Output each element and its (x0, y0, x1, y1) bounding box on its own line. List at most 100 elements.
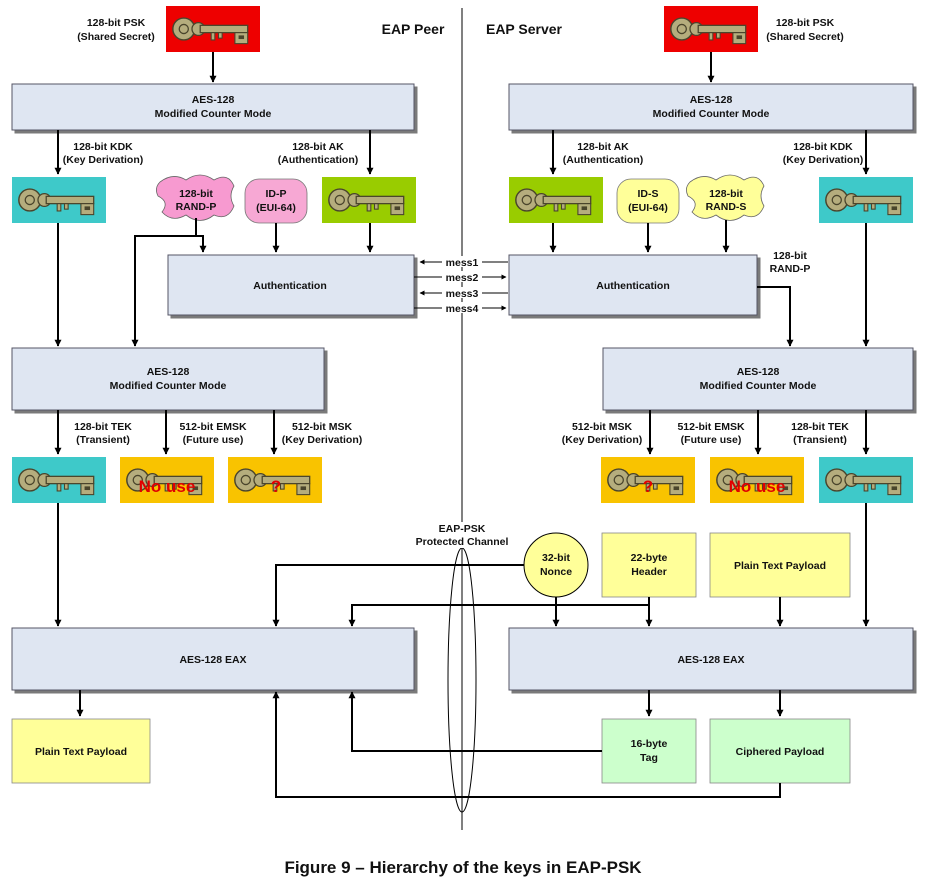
svg-text:(Key Derivation): (Key Derivation) (282, 434, 363, 446)
peer-tek-label: 128-bit TEK (74, 421, 132, 433)
svg-text:128-bit: 128-bit (709, 188, 743, 200)
server-psk-key-tile (664, 6, 758, 52)
peer-msk-label: 512-bit MSK (292, 421, 353, 433)
peer-msk-key-tile: ? (228, 457, 322, 503)
svg-text:Modified Counter Mode: Modified Counter Mode (700, 380, 817, 392)
peer-psk-label: 128-bit PSK (87, 17, 146, 29)
server-emsk-label: 512-bit EMSK (677, 421, 745, 433)
peer-tek-key-tile (12, 457, 106, 503)
protected-channel-label: EAP-PSK (439, 523, 486, 535)
server-aes128-mcm-block: AES-128 Modified Counter Mode (508, 83, 914, 131)
message-2: mess2 (446, 272, 479, 284)
peer-rand-p-puzzle: 128-bit RAND-P (156, 174, 235, 221)
svg-text:Authentication: Authentication (253, 280, 327, 292)
svg-text:(Key Derivation): (Key Derivation) (783, 154, 864, 166)
peer-kdk-label: 128-bit KDK (73, 141, 133, 153)
peer-ak-label: 128-bit AK (292, 141, 344, 153)
server-aes128-mcm-block-2: AES-128 Modified Counter Mode (602, 347, 914, 411)
peer-emsk-key-tile: No use (120, 457, 214, 503)
server-id-s-box: ID-S (EUI-64) (616, 178, 680, 224)
peer-psk-sublabel: (Shared Secret) (77, 31, 155, 43)
svg-text:Authentication: Authentication (596, 280, 670, 292)
message-4: mess4 (446, 303, 479, 315)
server-rand-p-label: 128-bit (773, 250, 807, 262)
svg-text:(Future use): (Future use) (681, 434, 742, 446)
svg-text:Modified Counter Mode: Modified Counter Mode (110, 380, 227, 392)
svg-text:AES-128: AES-128 (737, 366, 780, 378)
svg-text:32-bit: 32-bit (542, 552, 571, 564)
server-authentication-block: Authentication (508, 254, 758, 316)
svg-text:(Transient): (Transient) (76, 434, 130, 446)
peer-aes128-mcm-block: AES-128 Modified Counter Mode (11, 83, 415, 131)
server-kdk-key-tile (819, 177, 913, 223)
svg-text:No use: No use (139, 477, 196, 496)
peer-kdk-key-tile (12, 177, 106, 223)
figure-caption: Figure 9 – Hierarchy of the keys in EAP-… (284, 858, 642, 877)
peer-aes128-mcm-block-2: AES-128 Modified Counter Mode (11, 347, 325, 411)
eap-peer-title: EAP Peer (382, 21, 445, 37)
svg-text:Nonce: Nonce (540, 566, 572, 578)
server-tag-box: 16-byte Tag (601, 718, 697, 784)
svg-text:AES-128: AES-128 (147, 366, 190, 378)
svg-text:Tag: Tag (640, 752, 658, 764)
svg-text:(Authentication): (Authentication) (563, 154, 644, 166)
server-aes128-eax-block: AES-128 EAX (508, 627, 914, 691)
server-plain-text-payload: Plain Text Payload (709, 532, 851, 598)
svg-text:AES-128 EAX: AES-128 EAX (677, 654, 744, 666)
server-emsk-key-tile: No use (710, 457, 804, 503)
peer-authentication-block: Authentication (167, 254, 415, 316)
svg-text:(Authentication): (Authentication) (278, 154, 359, 166)
svg-text:ID-P: ID-P (266, 188, 287, 200)
server-rand-s-puzzle: 128-bit RAND-S (686, 174, 765, 221)
svg-text:Protected Channel: Protected Channel (416, 536, 509, 548)
peer-plain-text-payload: Plain Text Payload (11, 718, 151, 784)
svg-text:Plain Text Payload: Plain Text Payload (734, 560, 826, 572)
server-msk-key-tile: ? (601, 457, 695, 503)
svg-text:Header: Header (631, 566, 667, 578)
svg-text:Modified Counter Mode: Modified Counter Mode (155, 108, 272, 120)
svg-text:AES-128: AES-128 (690, 94, 733, 106)
svg-text:Ciphered Payload: Ciphered Payload (736, 746, 825, 758)
svg-text:22-byte: 22-byte (631, 552, 668, 564)
svg-text:16-byte: 16-byte (631, 738, 668, 750)
server-psk-label: 128-bit PSK (776, 17, 835, 29)
svg-text:(Key Derivation): (Key Derivation) (562, 434, 643, 446)
peer-aes128-eax-block: AES-128 EAX (11, 627, 415, 691)
peer-id-p-box: ID-P (EUI-64) (244, 178, 308, 224)
svg-text:(Future use): (Future use) (183, 434, 244, 446)
svg-text:RAND-P: RAND-P (176, 201, 217, 213)
server-tek-key-tile (819, 457, 913, 503)
svg-text:(EUI-64): (EUI-64) (256, 202, 296, 214)
peer-emsk-label: 512-bit EMSK (179, 421, 247, 433)
server-ak-label: 128-bit AK (577, 141, 629, 153)
svg-text:?: ? (271, 477, 281, 496)
svg-text:AES-128 EAX: AES-128 EAX (179, 654, 246, 666)
server-kdk-label: 128-bit KDK (793, 141, 853, 153)
message-3: mess3 (446, 288, 479, 300)
server-header-box: 22-byte Header (601, 532, 697, 598)
eap-server-title: EAP Server (486, 21, 563, 37)
svg-text:(Transient): (Transient) (793, 434, 847, 446)
svg-text:No use: No use (729, 477, 786, 496)
server-ak-key-tile (509, 177, 603, 223)
svg-text:Modified Counter Mode: Modified Counter Mode (653, 108, 770, 120)
server-msk-label: 512-bit MSK (572, 421, 633, 433)
svg-text:128-bit: 128-bit (179, 188, 213, 200)
svg-text:RAND-S: RAND-S (706, 201, 747, 213)
svg-text:Plain Text Payload: Plain Text Payload (35, 746, 127, 758)
svg-text:RAND-P: RAND-P (770, 263, 811, 275)
server-ciphered-payload: Ciphered Payload (709, 718, 851, 784)
server-tek-label: 128-bit TEK (791, 421, 849, 433)
message-1: mess1 (446, 257, 479, 269)
svg-text:(EUI-64): (EUI-64) (628, 202, 668, 214)
svg-text:(Key Derivation): (Key Derivation) (63, 154, 144, 166)
svg-text:(Shared Secret): (Shared Secret) (766, 31, 844, 43)
svg-text:ID-S: ID-S (638, 188, 659, 200)
svg-text:AES-128: AES-128 (192, 94, 235, 106)
peer-ak-key-tile (322, 177, 416, 223)
svg-text:?: ? (643, 477, 653, 496)
server-nonce-circle: 32-bit Nonce (523, 532, 589, 598)
message-exchange: mess1 mess2 mess3 mess4 (414, 256, 508, 315)
peer-psk-key-tile (166, 6, 260, 52)
